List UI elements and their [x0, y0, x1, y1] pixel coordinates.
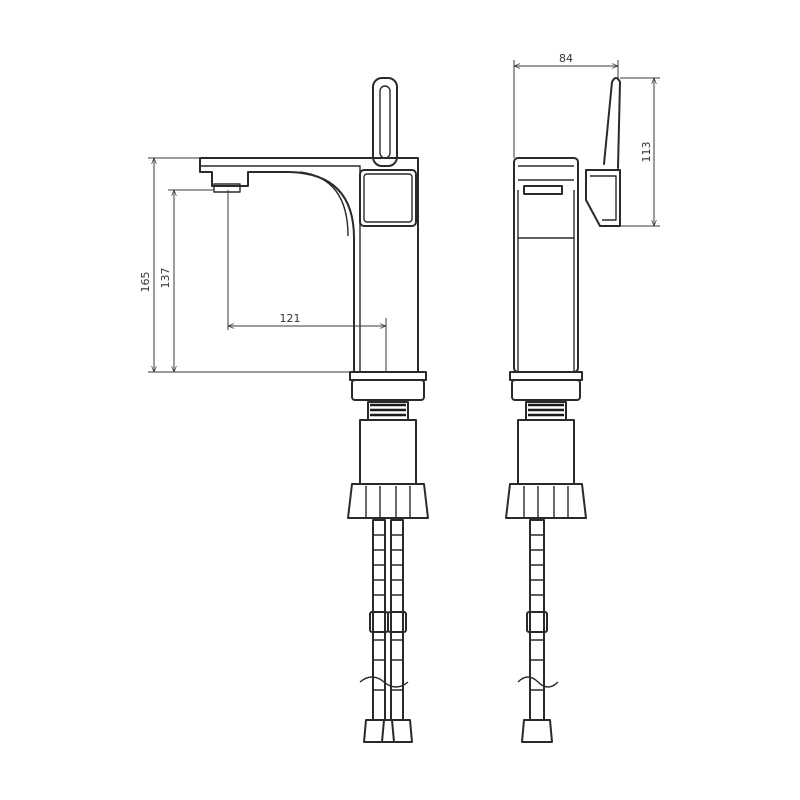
front-spout [199, 157, 419, 373]
side-view [505, 77, 621, 743]
front-cartridge-box [359, 169, 417, 227]
side-nut [517, 419, 575, 485]
front-dimensions: 165 137 121 [139, 157, 387, 373]
front-spout-inner [200, 165, 361, 372]
side-aerator [523, 185, 563, 195]
side-handle-lever [603, 77, 621, 169]
side-fitting [521, 719, 553, 743]
dim-spout-height: 137 [159, 268, 172, 289]
dim-spout-reach: 121 [280, 312, 301, 325]
side-base-plate [511, 379, 581, 401]
dim-side-depth: 84 [559, 52, 573, 65]
front-view [199, 77, 429, 743]
front-hoses [359, 519, 409, 721]
dim-handle-height: 113 [640, 142, 653, 163]
side-base-ring [509, 371, 583, 381]
front-nut-flange [347, 483, 429, 519]
front-base-plate [351, 379, 425, 401]
front-thread [367, 401, 409, 421]
side-nut-flange [505, 483, 587, 519]
side-hose [517, 519, 559, 721]
front-aerator [213, 183, 241, 193]
side-handle-block [585, 169, 621, 227]
front-handle-lever [372, 77, 398, 167]
side-thread [525, 401, 567, 421]
front-fitting-left [363, 719, 395, 743]
front-nut [359, 419, 417, 485]
front-base-ring [349, 371, 427, 381]
dim-overall-height: 165 [139, 272, 152, 293]
side-dimensions: 84 113 [513, 52, 660, 227]
front-fitting-right [381, 719, 413, 743]
